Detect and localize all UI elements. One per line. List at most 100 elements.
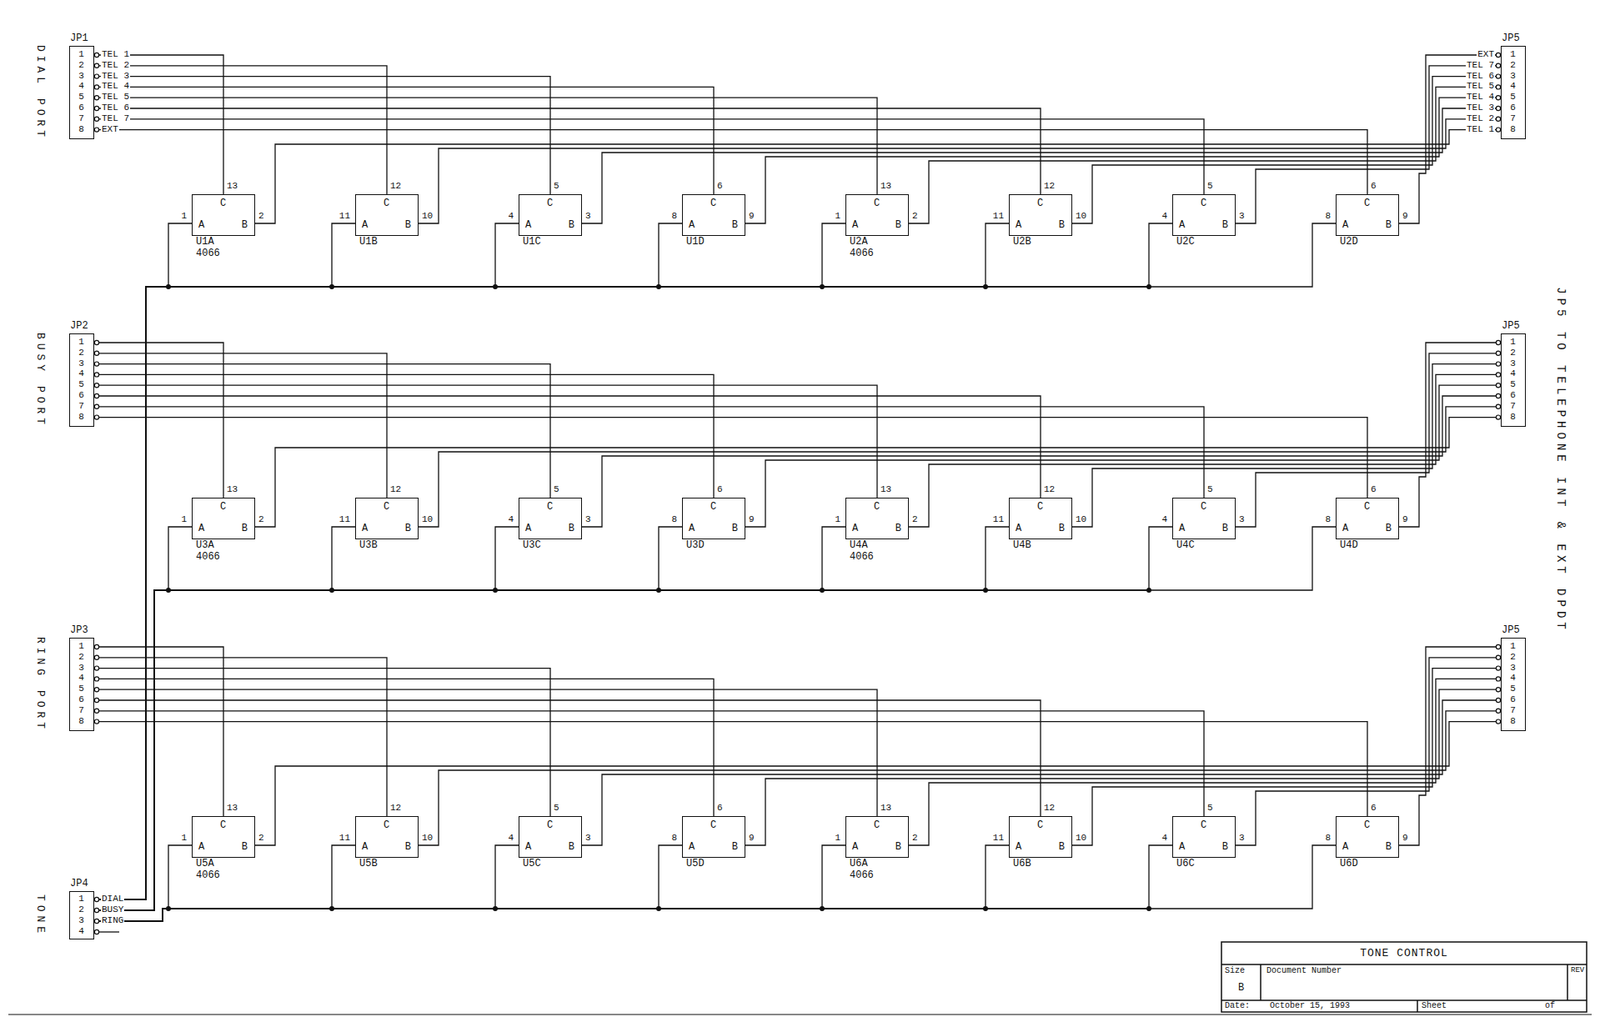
pin-circle <box>94 85 99 90</box>
pin-number: 4 <box>1509 368 1516 380</box>
pin-name: C <box>1037 501 1044 513</box>
pin-name: A <box>852 841 858 853</box>
pin-circle <box>94 415 99 420</box>
wire <box>98 385 878 498</box>
title-block-field: October 15, 1993 <box>1268 1001 1351 1012</box>
pin-number: 4 <box>506 832 515 844</box>
side-note: JP5 TO TELEPHONE INT & EXT DPDT <box>1554 285 1568 634</box>
pin-name: B <box>732 522 738 535</box>
wire <box>1399 342 1497 527</box>
pin-circle <box>94 404 99 409</box>
pin-number: 4 <box>1160 514 1169 526</box>
title-block-field: Sheet <box>1420 1001 1448 1012</box>
port-name: DIAL PORT <box>35 43 48 141</box>
pin-number: 2 <box>1509 652 1516 663</box>
pin-name: A <box>1342 841 1349 853</box>
pin-number: 2 <box>911 210 919 222</box>
part-name: U6D <box>1339 857 1359 870</box>
pin-circle <box>94 929 99 934</box>
analog-switch: CABU2D <box>1335 194 1400 236</box>
pin-circle <box>94 697 99 703</box>
unused-pin-stub <box>99 931 120 933</box>
wire <box>1072 76 1497 224</box>
pin-circle <box>94 918 99 923</box>
analog-switch: CABU3D <box>682 497 746 540</box>
wire <box>908 374 1497 527</box>
pin-number: 8 <box>1509 124 1516 136</box>
pin-name: A <box>1342 522 1349 535</box>
pin-circle <box>1495 52 1500 57</box>
pin-name: A <box>852 522 858 535</box>
pin-header: JP112345678 <box>69 45 95 140</box>
analog-switch: CABU5B <box>355 816 419 858</box>
wire <box>98 374 714 498</box>
pin-name: C <box>1364 197 1370 210</box>
part-name: U2B <box>1013 235 1032 248</box>
pin-circle <box>94 351 99 356</box>
pin-number: 3 <box>78 662 85 674</box>
pin-circle <box>1495 655 1500 660</box>
pin-number: 2 <box>78 60 85 71</box>
pin-number: 3 <box>1238 210 1246 222</box>
pin-name: B <box>1385 522 1392 535</box>
part-name: U4C <box>1176 539 1195 552</box>
wire <box>98 678 714 817</box>
connector-name: JP5 <box>1501 32 1520 45</box>
wire <box>98 223 192 900</box>
pin-number: 4 <box>78 926 85 938</box>
wire <box>98 223 1009 900</box>
part-name: U6A <box>849 857 868 870</box>
pin-number: 11 <box>992 832 1005 844</box>
analog-switch: CABU3B <box>355 497 419 540</box>
pin-name: B <box>405 522 412 535</box>
analog-switch: CABU4A4066 <box>845 497 909 540</box>
analog-switch: CABU4D <box>1335 497 1400 540</box>
pin-name: B <box>1385 841 1392 853</box>
pin-circle <box>94 361 99 367</box>
pin-number: 10 <box>421 514 434 526</box>
pin-number: 6 <box>78 102 85 114</box>
analog-switch: CABU1A4066 <box>191 194 256 236</box>
wire <box>98 130 1368 195</box>
part-name: U1D <box>686 235 705 248</box>
pin-number: 1 <box>78 49 85 61</box>
analog-switch: CABU6C <box>1172 816 1236 858</box>
pin-number: 9 <box>747 514 756 526</box>
pin-circle <box>1495 95 1500 101</box>
pin-name: C <box>873 197 880 210</box>
pin-name: B <box>732 219 738 231</box>
analog-switch: CABU2A4066 <box>845 194 909 236</box>
pin-number: 4 <box>1509 80 1516 92</box>
wire <box>908 86 1497 224</box>
signal-name: TEL 1 <box>100 49 131 61</box>
wire <box>255 417 1497 527</box>
analog-switch: CABU1B <box>355 194 419 236</box>
pin-number: 5 <box>552 484 561 496</box>
pin-circle <box>94 666 99 671</box>
wire <box>98 711 1204 817</box>
pin-name: B <box>1058 219 1065 231</box>
pin-number: 13 <box>225 802 239 814</box>
pin-number: 9 <box>1401 832 1410 844</box>
pin-number: 3 <box>1238 514 1246 526</box>
pin-name: A <box>1015 219 1022 231</box>
sheet-title: TONE CONTROL <box>1359 947 1449 961</box>
pin-number: 8 <box>78 124 85 136</box>
pin-circle <box>94 63 99 68</box>
signal-name: EXT <box>1476 49 1495 61</box>
pin-number: 3 <box>584 832 592 844</box>
pin-number: 7 <box>1509 401 1516 412</box>
pin-circle <box>1495 340 1500 345</box>
wire <box>98 223 356 900</box>
pin-name: A <box>688 522 695 535</box>
pin-header: JP512345678 <box>1500 45 1526 140</box>
signal-name: TEL 3 <box>100 70 131 82</box>
part-number: 4066 <box>195 247 221 260</box>
part-name: U2D <box>1339 235 1359 248</box>
pin-number: 5 <box>78 91 85 103</box>
pin-circle <box>1495 351 1500 356</box>
wire <box>1399 55 1497 224</box>
connector-name: JP3 <box>70 624 89 637</box>
pin-number: 1 <box>1509 49 1516 61</box>
pin-name: B <box>895 841 902 853</box>
